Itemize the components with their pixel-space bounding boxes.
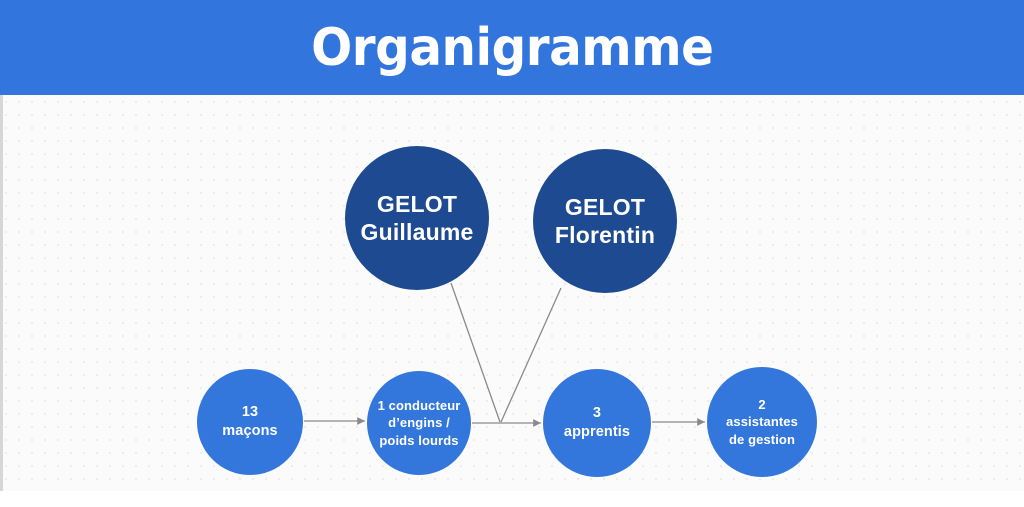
bottom-white-strip — [0, 491, 1024, 507]
diagram-canvas — [0, 95, 1024, 491]
left-edge-rail — [0, 95, 3, 491]
page-title: Organigramme — [310, 17, 714, 78]
title-banner: Organigramme — [0, 0, 1024, 95]
